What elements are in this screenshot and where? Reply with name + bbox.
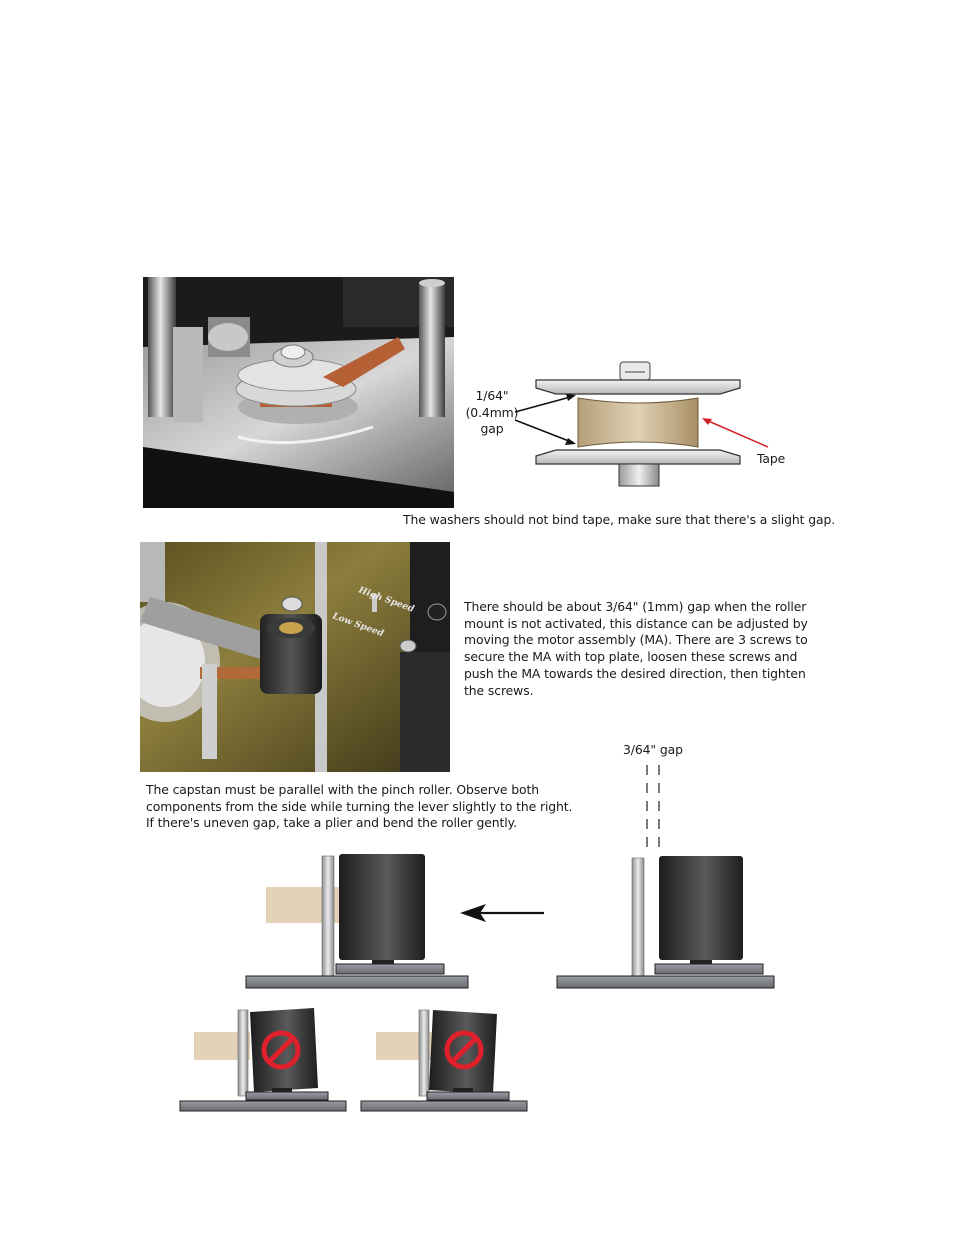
washer-gap-diagram <box>450 350 830 500</box>
instruction-line: moving the motor assembly (MA). There ar… <box>464 632 808 648</box>
note-line: If there's uneven gap, take a plier and … <box>146 815 517 831</box>
instruction-line: There should be about 3/64" (1mm) gap wh… <box>464 599 807 614</box>
gapped-roller-diagram <box>556 856 775 989</box>
gap-label-line: (0.4mm) <box>465 404 519 420</box>
tape-guide-photo <box>143 277 454 508</box>
washer-caption: The washers should not bind tape, make s… <box>403 512 836 527</box>
instruction-line: the screws. <box>464 682 534 698</box>
capstan-alignment-diagrams <box>0 760 954 1120</box>
tilted-roller-diagram-1 <box>179 1008 347 1112</box>
gap-measure-label: 3/64" gap <box>623 742 683 757</box>
instruction-line: secure the MA with top plate, loosen the… <box>464 649 798 665</box>
tape-label: Tape <box>757 451 786 466</box>
gap-label: 1/64" (0.4mm) gap <box>462 388 522 438</box>
instruction-line: push the MA towards the desired directio… <box>464 665 806 681</box>
gap-instructions: There should be about 3/64" (1mm) gap wh… <box>464 599 808 699</box>
gap-label-line: gap <box>480 421 504 437</box>
tilted-roller-diagram-2 <box>360 1009 528 1112</box>
note-line: components from the side while turning t… <box>146 798 573 814</box>
instruction-line: mount is not activated, this distance ca… <box>464 615 808 631</box>
gap-label-line: 1/64" <box>475 388 509 403</box>
aligned-roller-diagram <box>245 854 469 989</box>
pinch-roller-photo: High Speed Low Speed <box>140 542 450 772</box>
note-line: The capstan must be parallel with the pi… <box>146 782 540 797</box>
parallel-note: The capstan must be parallel with the pi… <box>146 782 573 832</box>
